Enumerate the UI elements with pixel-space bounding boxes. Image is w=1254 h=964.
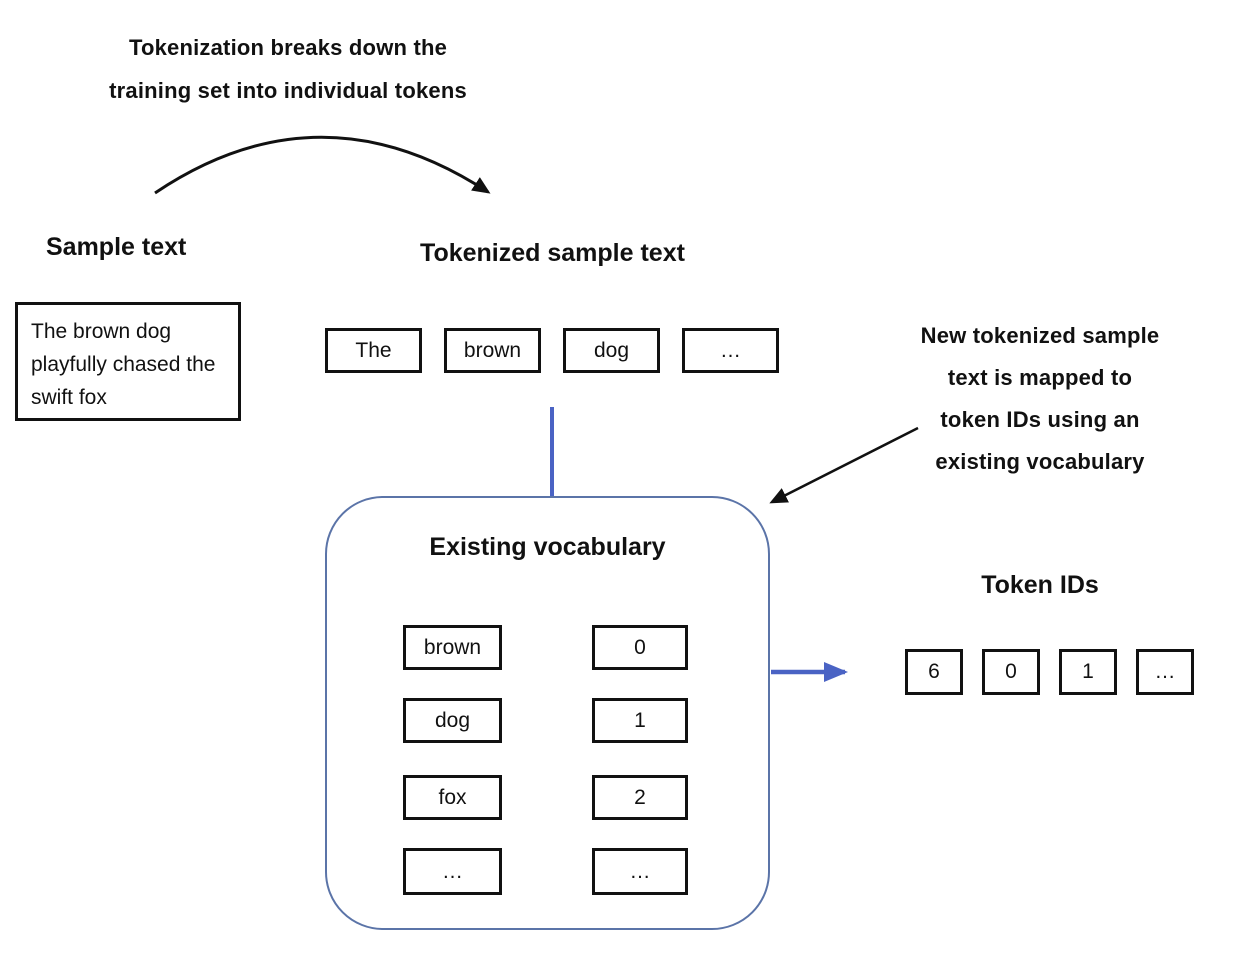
tokenization-curved-arrow [154, 135, 491, 195]
token-box: brown [444, 328, 541, 373]
vocab-word-box: dog [403, 698, 502, 743]
vocabulary-title: Existing vocabulary [429, 533, 666, 561]
annotation-line: training set into individual tokens [109, 78, 467, 103]
token-box: The [325, 328, 422, 373]
annotation-line: existing vocabulary [935, 449, 1145, 474]
vocab-id-box: … [592, 848, 688, 895]
vocab-id-box: 1 [592, 698, 688, 743]
annotation-line: New tokenized sample [920, 323, 1160, 348]
vocab-id-box: 2 [592, 775, 688, 820]
token-id-box: 1 [1059, 649, 1117, 695]
tokenized-sample-title: Tokenized sample text [420, 239, 685, 267]
vocab-word-box: … [403, 848, 502, 895]
token-id-box: 0 [982, 649, 1040, 695]
token-ids-row: 6 0 1 … [905, 649, 1194, 695]
token-id-box: … [1136, 649, 1194, 695]
annotation-mapping: New tokenized sample text is mapped to t… [870, 315, 1210, 483]
annotation-tokenization: Tokenization breaks down the training se… [92, 26, 484, 112]
vocab-id-box: 0 [592, 625, 688, 670]
vocab-word-box: fox [403, 775, 502, 820]
annotation-line: token IDs using an [940, 407, 1140, 432]
vocabulary-panel [325, 496, 770, 930]
sample-text-content: The brown dog playfully chased the swift… [31, 320, 216, 409]
tokenized-token-row: The brown dog … [325, 328, 779, 373]
sample-text-box: The brown dog playfully chased the swift… [15, 302, 241, 421]
token-ids-title: Token IDs [981, 571, 1099, 599]
sample-text-title: Sample text [46, 233, 187, 261]
vocab-word-box: brown [403, 625, 502, 670]
annotation-line: Tokenization breaks down the [128, 35, 448, 60]
token-id-box: 6 [905, 649, 963, 695]
token-box: … [682, 328, 779, 373]
token-box: dog [563, 328, 660, 373]
annotation-line: text is mapped to [947, 365, 1133, 390]
